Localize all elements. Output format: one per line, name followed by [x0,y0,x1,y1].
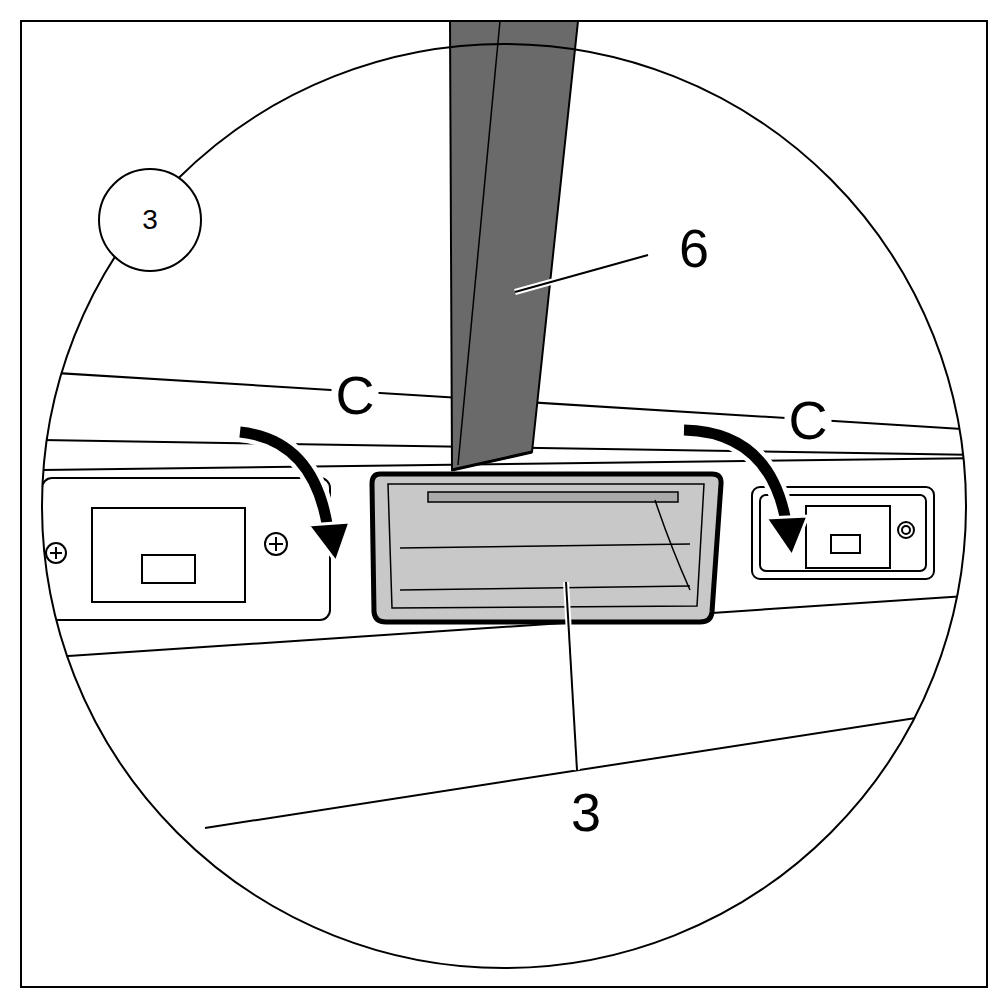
callout-number: 3 [567,785,605,839]
direction-letter: C [785,393,832,447]
leader-line [515,255,648,292]
direction-letter: C [332,368,379,422]
leader-line [515,255,648,292]
callout-number: 6 [675,221,713,275]
frame [21,21,987,987]
leader-line [566,582,577,770]
leader-line [566,582,577,770]
step-number: 3 [98,168,202,272]
detail-circle [42,44,966,968]
rotation-arrow [684,430,808,556]
screwdriver [450,21,578,470]
rotation-arrow [240,432,350,562]
step-number-text: 3 [142,204,158,236]
tailgate-handle [372,474,721,622]
